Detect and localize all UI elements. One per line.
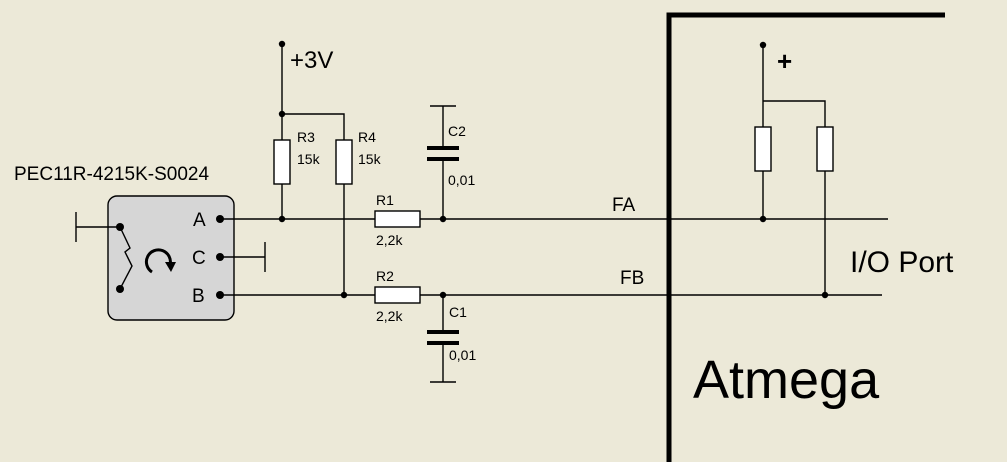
internal-pullups	[754, 41, 834, 295]
c1-name: C1	[449, 304, 467, 320]
atmega-boundary	[666, 12, 945, 462]
net-fb-wire	[220, 291, 882, 299]
resistor-r3	[273, 139, 291, 220]
supply-3v-rail	[278, 40, 345, 140]
encoder-pin-b: B	[192, 286, 205, 307]
encoder-pin-c: C	[192, 248, 206, 269]
r1-value: 2,2k	[376, 232, 403, 248]
capacitor-c2	[427, 105, 459, 219]
pin-c-ground	[220, 242, 266, 272]
c1-value: 0,01	[449, 347, 476, 363]
net-fa-label: FA	[612, 195, 636, 216]
resistor-r2	[374, 286, 421, 304]
encoder-part-number: PEC11R-4215K-S0024	[14, 164, 209, 185]
c2-value: 0,01	[448, 172, 475, 188]
r3-name: R3	[297, 129, 315, 145]
encoder-pin-a: A	[193, 210, 206, 231]
net-fb-label: FB	[620, 268, 644, 289]
r4-value: 15k	[358, 151, 382, 167]
supply-3v-label: +3V	[290, 47, 333, 74]
resistor-r1	[374, 210, 421, 228]
encoder-symbol	[75, 195, 235, 321]
rotation-arrow-icon	[144, 248, 172, 274]
resistor-r4	[335, 139, 353, 295]
r2-value: 2,2k	[376, 308, 403, 324]
capacitor-c1	[427, 295, 459, 383]
r1-name: R1	[376, 192, 394, 208]
c2-name: C2	[448, 123, 466, 139]
atmega-label: Atmega	[693, 350, 880, 410]
net-fa-wire	[220, 215, 888, 223]
mcu-supply-label: +	[777, 46, 792, 76]
io-port-label: I/O Port	[850, 246, 954, 279]
r3-value: 15k	[297, 151, 321, 167]
r2-name: R2	[376, 268, 394, 284]
r4-name: R4	[358, 129, 376, 145]
